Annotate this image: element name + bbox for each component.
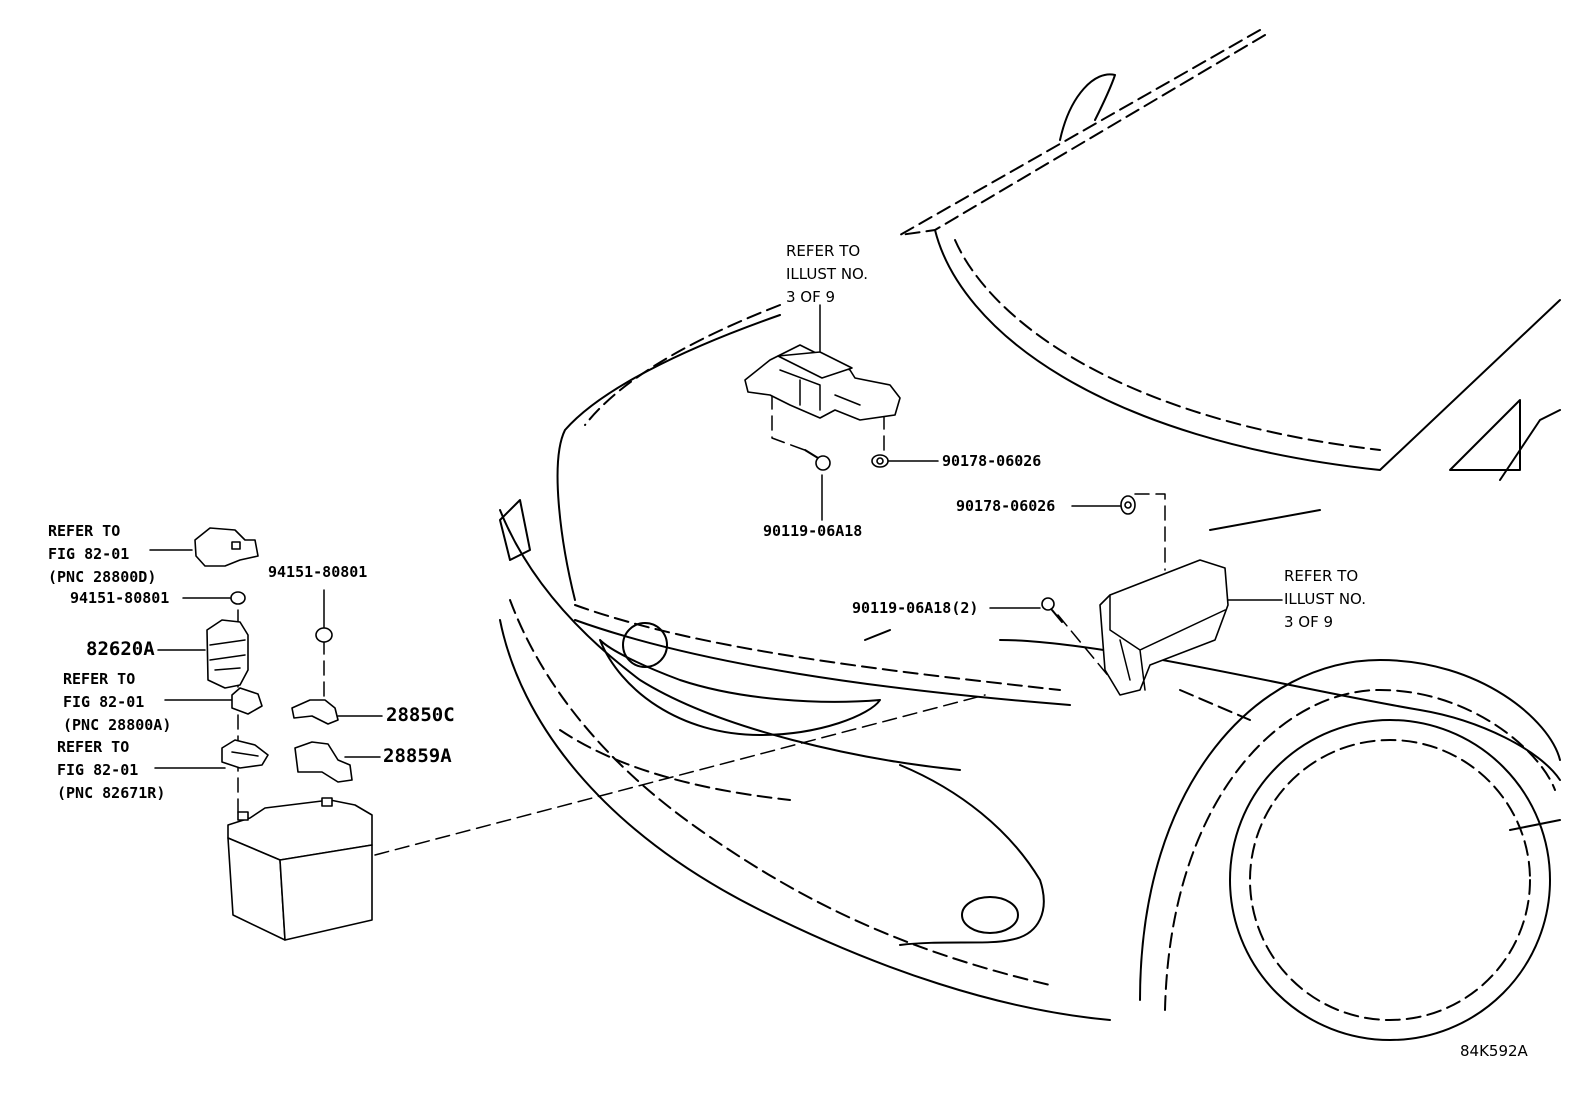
callout-nut-right: 90178-06026 — [956, 497, 1056, 515]
callout-cover-refer: REFER TO FIG 82-01 (PNC 28800D) — [48, 522, 157, 586]
callout-fuse-block: 82620A — [86, 638, 155, 660]
tire-outline — [1229, 719, 1551, 1041]
callout-bracket-refer: REFER TO FIG 82-01 (PNC 82671R) — [57, 738, 166, 802]
nut-upper — [871, 454, 889, 468]
hood-front — [574, 619, 1071, 706]
callout-nut-left: 94151-80801 — [70, 589, 170, 607]
hood-accent-2 — [864, 629, 891, 641]
assembly-upper-bolt — [771, 394, 811, 453]
hood-rear-line — [954, 239, 1381, 451]
bracket-part — [221, 739, 269, 769]
bumper-top — [499, 509, 961, 771]
right-relay-block — [1099, 559, 1229, 696]
callout-clamp-refer: REFER TO FIG 82-01 (PNC 28800A) — [63, 670, 172, 734]
car-outline — [499, 29, 1561, 1041]
terminal-part — [291, 699, 339, 725]
callout-bolt-right: 90119-06A18(2) — [852, 599, 979, 617]
battery-location-line — [374, 694, 986, 856]
rocker-line — [1509, 819, 1561, 831]
mirror — [1059, 73, 1116, 141]
upper-junction-block — [744, 344, 901, 421]
fog-light-lens — [961, 896, 1019, 934]
nut-right — [1120, 495, 1136, 515]
bolt-upper — [804, 449, 831, 471]
fender-dash — [1179, 689, 1251, 721]
hood-fold-left — [584, 304, 781, 426]
terminal-cover — [194, 527, 259, 567]
callout-terminal: 28850C — [386, 704, 455, 726]
wheel-arch — [1139, 659, 1561, 1001]
headlight-lens — [622, 622, 668, 668]
parts — [194, 344, 1229, 941]
body-side — [1499, 409, 1561, 481]
figure-code: 84K592A — [1460, 1042, 1528, 1060]
grille-edge — [499, 499, 531, 561]
callout-nut-mid: 94151-80801 — [268, 563, 368, 581]
fender-line — [999, 639, 1561, 781]
bumper-dash — [559, 729, 791, 801]
windshield-edge — [899, 29, 1266, 236]
bumper-lower — [499, 619, 1111, 1021]
nut-mid-part — [315, 627, 333, 643]
wheel-arch-inner — [1164, 689, 1556, 1011]
hood-accent-1 — [1209, 509, 1321, 531]
fuse-block-part — [206, 619, 249, 689]
assembly-right-nut — [1134, 493, 1166, 571]
battery-part — [227, 797, 373, 941]
callout-right-refer: REFER TO ILLUST NO. 3 OF 9 — [1284, 567, 1367, 631]
hood-outline — [556, 314, 781, 601]
holder-part — [294, 741, 353, 783]
headlight-outline — [599, 639, 881, 736]
hood-rear-edge — [934, 229, 1561, 471]
bumper-line — [509, 599, 1051, 986]
bolt-right — [1041, 597, 1063, 623]
callout-top-refer: REFER TO ILLUST NO. 3 OF 9 — [786, 242, 869, 306]
door-frame — [1449, 399, 1521, 471]
tire-inner — [1249, 739, 1531, 1021]
callout-nut-upper: 90178-06026 — [942, 452, 1042, 470]
nut-left-part — [230, 591, 246, 605]
fog-light-bezel — [899, 764, 1045, 946]
callout-holder: 28859A — [383, 745, 452, 767]
assembly-right-bolt — [1057, 614, 1121, 691]
leader-lines — [149, 304, 1283, 856]
callout-bolt-upper: 90119-06A18 — [763, 522, 863, 540]
clamp-part — [231, 687, 263, 715]
